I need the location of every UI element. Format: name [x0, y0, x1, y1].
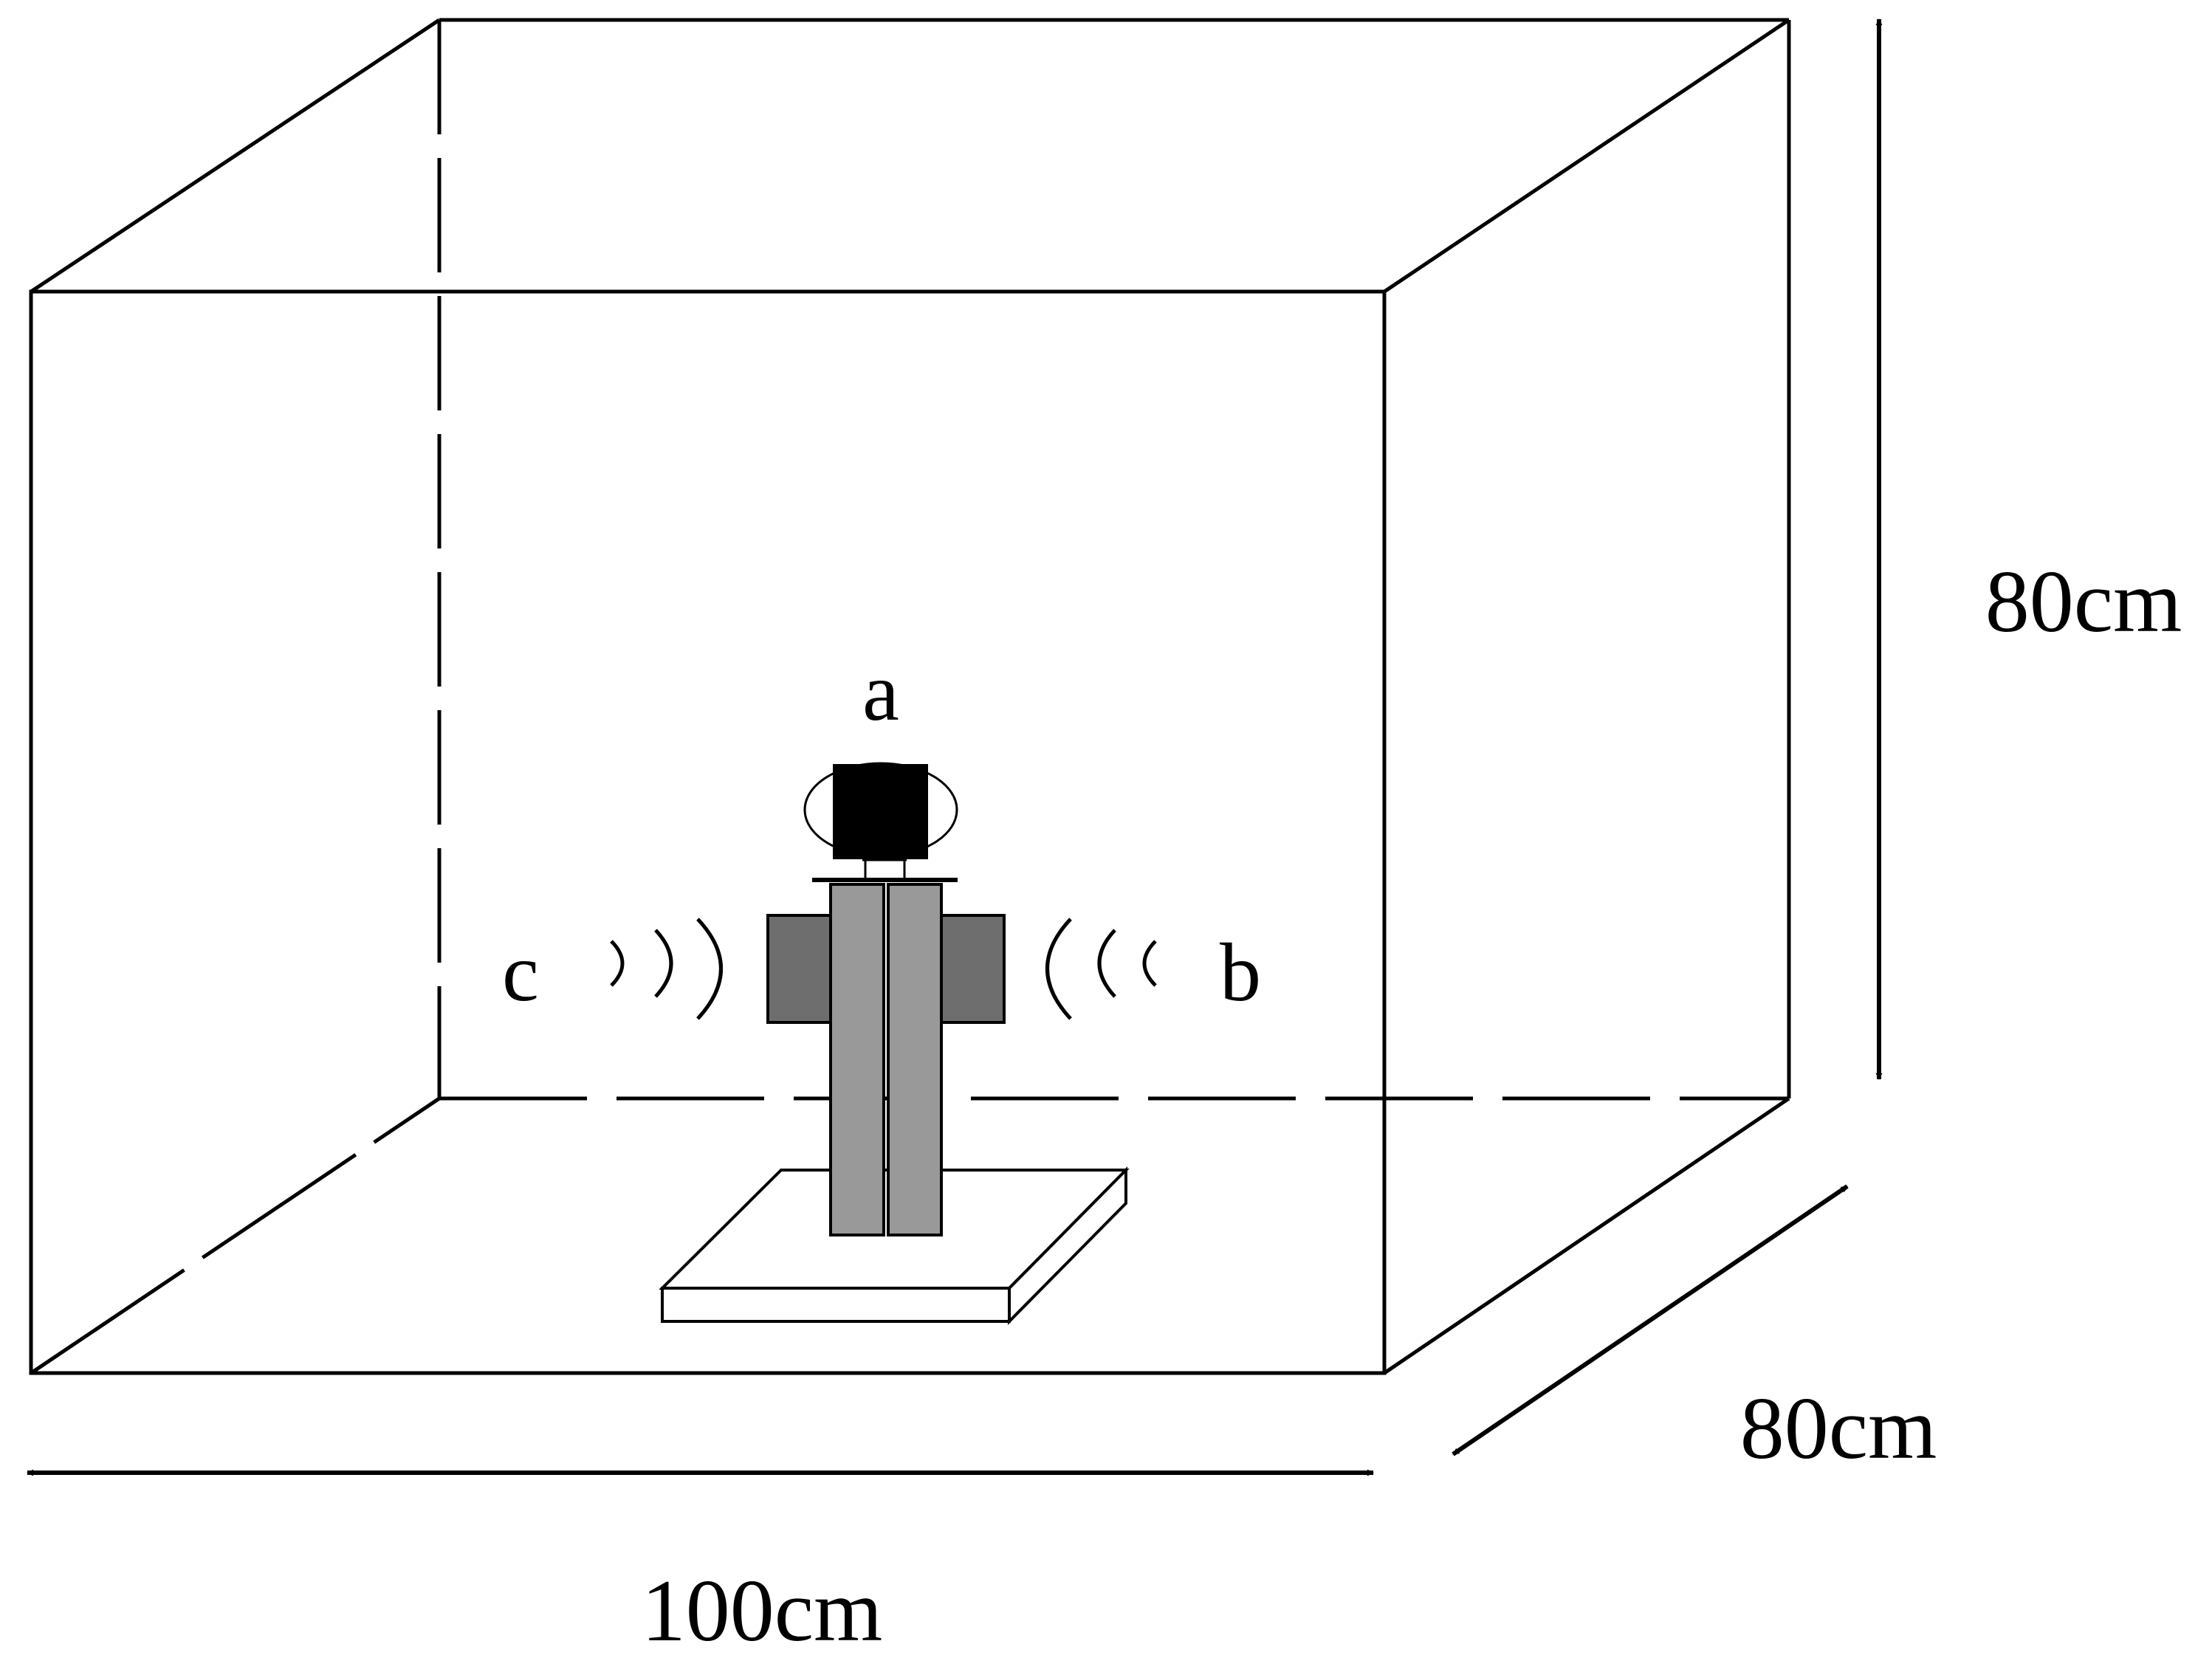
left-wave-large: [696, 918, 723, 1020]
box-hidden-bottom-left-diagonal: [30, 1096, 441, 1375]
right-side-block: [940, 914, 1006, 1024]
dimension-arrows: [27, 18, 1883, 1476]
depth-label: 80cm: [1740, 1379, 1937, 1477]
depth-arrow: [1452, 1184, 1849, 1456]
left-wave-small: [610, 940, 625, 987]
left-side-block: [766, 914, 832, 1024]
sensor-apparatus: [659, 762, 1130, 1325]
base-plate-front: [661, 1287, 1011, 1323]
base-plate-side: [1008, 1166, 1127, 1325]
right-wave-small: [1142, 940, 1157, 987]
left-post: [829, 883, 885, 1236]
box-edge-top-left: [30, 18, 441, 294]
top-sensor-block: [833, 764, 928, 859]
right-post: [887, 883, 943, 1236]
right-signal-waves: [1045, 918, 1157, 1020]
height-label: 80cm: [1985, 552, 2182, 650]
box-hidden-edges: [30, 20, 1789, 1375]
box-front-face: [29, 289, 1387, 1375]
right-sensor-label: b: [1220, 927, 1261, 1019]
left-wave-medium: [654, 929, 673, 998]
box-edge-bottom-right: [1383, 1096, 1790, 1375]
top-sensor-label: a: [862, 647, 899, 738]
left-sensor-label: c: [502, 927, 539, 1019]
width-label: 100cm: [642, 1561, 883, 1658]
enclosure-box: [29, 18, 1791, 1375]
box-edge-top-right: [1383, 18, 1790, 294]
right-wave-large: [1045, 918, 1072, 1020]
right-wave-medium: [1097, 929, 1116, 998]
left-signal-waves: [610, 918, 723, 1020]
